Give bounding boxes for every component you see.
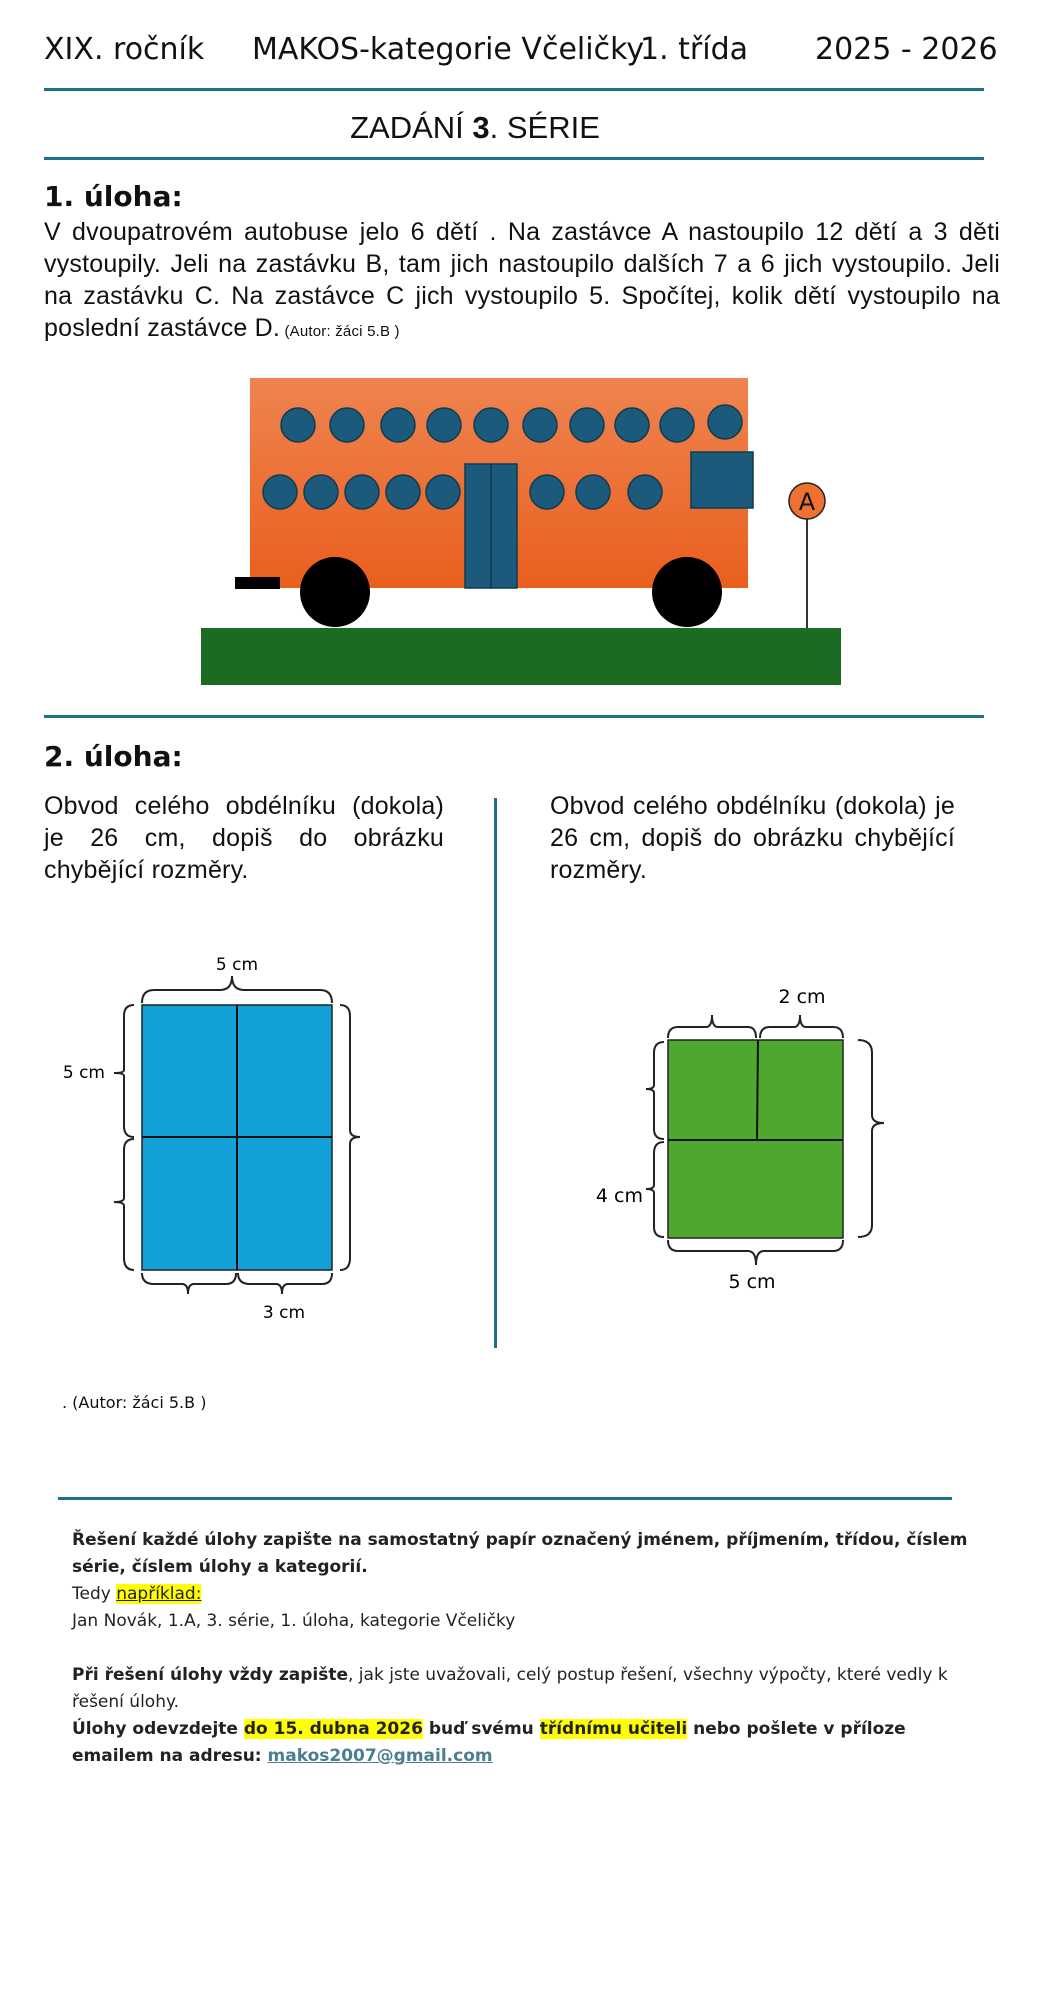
task-divider: [44, 715, 984, 718]
school-year: 2025 - 2026: [815, 32, 998, 67]
bus-windows-upper: [280, 404, 743, 443]
grade: 1. třída: [640, 32, 749, 67]
task2-heading: 2. úloha:: [44, 740, 183, 773]
left-rectangle-figure: 5 cm 5 cm 3 cm: [63, 955, 361, 1320]
right-top-label: 2 cm: [778, 986, 825, 1008]
submit-instruction: Úlohy odevzdejte do 15. dubna 2026 buď s…: [72, 1719, 906, 1766]
bus-stop-sign: [788, 482, 826, 520]
header-divider: [44, 88, 984, 91]
left-top-label: 5 cm: [216, 955, 258, 975]
right-bottom-label: 5 cm: [728, 1271, 775, 1293]
category: MAKOS-kategorie Včeličky: [252, 32, 645, 67]
bus-door: [464, 463, 518, 589]
left-braces: [113, 975, 361, 1295]
task2-left-text: Obvod celého obdélníku (dokola) je 26 cm…: [44, 792, 444, 884]
bus-wheel-rear: [652, 557, 722, 627]
process-instruction: Při řešení úlohy vždy zapište, jak jste …: [72, 1665, 948, 1712]
bus-illustration: A: [201, 378, 841, 685]
left-bottom-label: 3 cm: [263, 1303, 305, 1320]
instruction-line1: Řešení každé úlohy zapište na samostatný…: [72, 1530, 968, 1577]
bus-stop-label: A: [799, 488, 816, 516]
column-divider: [494, 798, 497, 1348]
task1-text: V dvoupatrovém autobuse jelo 6 dětí . Na…: [44, 218, 1000, 342]
task2-right-text: Obvod celého obdélníku (dokola) je 26 cm…: [550, 792, 955, 884]
left-side-label: 5 cm: [63, 1063, 105, 1083]
page-title: ZADÁNÍ 3. SÉRIE: [350, 110, 600, 145]
example-line: Tedy například:: [72, 1584, 202, 1604]
instructions: Řešení každé úlohy zapište na samostatný…: [72, 1527, 972, 1770]
bus-bumper: [235, 577, 280, 589]
bus-wheel-front: [300, 557, 370, 627]
email-link[interactable]: makos2007@gmail.com: [267, 1746, 493, 1766]
ground: [201, 628, 841, 685]
task1-heading: 1. úloha:: [44, 180, 183, 213]
example-value: Jan Novák, 1.A, 3. série, 1. úloha, kate…: [72, 1611, 516, 1631]
right-rectangle-figure: 2 cm 4 cm 5 cm: [596, 986, 885, 1293]
right-side-label: 4 cm: [596, 1185, 643, 1207]
task2-author: . (Autor: žáci 5.B ): [62, 1393, 207, 1412]
bus-rear-window: [690, 451, 754, 509]
bus-windows-lower: [262, 474, 663, 510]
footer-divider: [58, 1497, 952, 1500]
right-braces: [645, 1014, 885, 1266]
title-divider: [44, 157, 984, 160]
edition: XIX. ročník: [44, 32, 205, 67]
